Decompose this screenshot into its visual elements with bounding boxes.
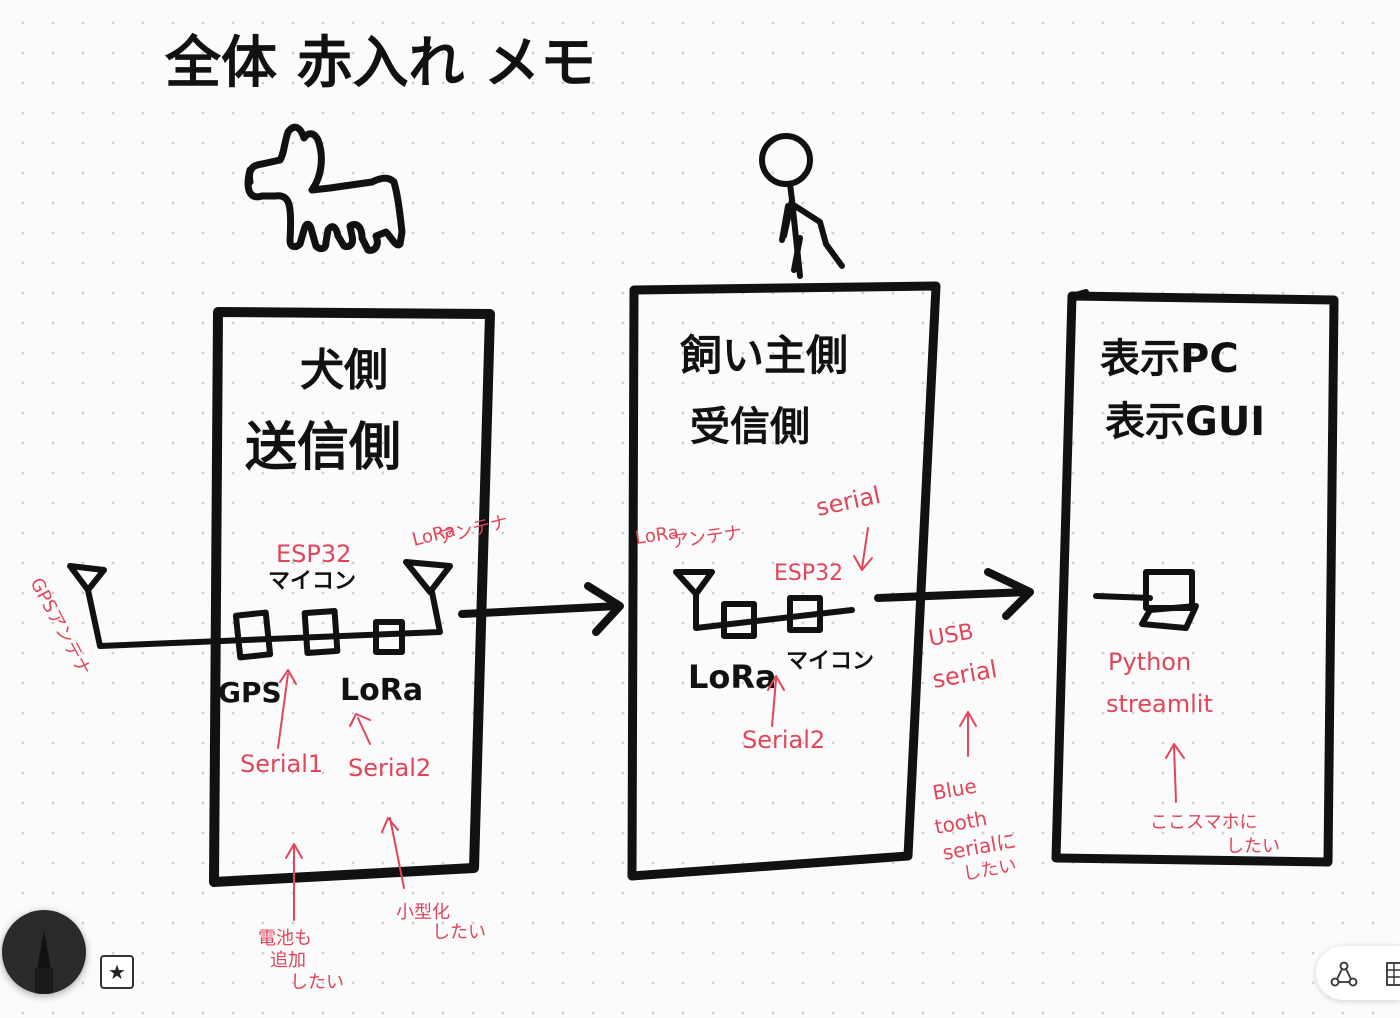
gps-label: GPS bbox=[218, 676, 282, 709]
pc-block: 表示PC 表示GUI bbox=[1051, 289, 1339, 867]
owner-side-heading-1: 飼い主側 bbox=[680, 331, 848, 380]
lora-owner-label: LoRa bbox=[688, 658, 777, 696]
owner-side-heading-2: 受信側 bbox=[690, 404, 810, 450]
dog-drawing bbox=[244, 123, 406, 254]
shape-icon[interactable] bbox=[1330, 960, 1358, 988]
owner-side-circuit bbox=[673, 569, 855, 639]
dog-side-heading-1: 犬側 bbox=[300, 345, 388, 396]
serial-owner-note: serial bbox=[813, 481, 883, 522]
esp32-owner-note: ESP32 bbox=[774, 561, 843, 586]
python-note-2: streamlit bbox=[1106, 690, 1213, 718]
esp32-dog-note: ESP32 bbox=[276, 540, 351, 568]
favorite-button[interactable]: ★ bbox=[100, 955, 134, 989]
add-battery-note-1: 電池も bbox=[258, 928, 312, 949]
usb-serial-note-1: USB bbox=[927, 619, 976, 651]
dog-side-block: 犬側 送信側 bbox=[209, 307, 495, 887]
bluetooth-note-1: Blue bbox=[931, 774, 979, 805]
owner-side-annotations: LoRa アンテナ serial ESP32 Serial2 USB seria… bbox=[634, 481, 1018, 885]
arrow-owner-to-pc bbox=[874, 568, 1034, 620]
serial2-owner-note: Serial2 bbox=[742, 726, 825, 754]
pencil-tool-button[interactable] bbox=[2, 910, 86, 994]
smartphone-note-2: したい bbox=[1226, 836, 1280, 857]
right-toolbar bbox=[1316, 946, 1400, 1000]
python-note-1: Python bbox=[1108, 648, 1191, 676]
smartphone-note-1: ここスマホに bbox=[1150, 812, 1257, 833]
laptop-drawing bbox=[1093, 569, 1199, 631]
grid-icon[interactable] bbox=[1386, 962, 1400, 986]
page-title: 全体 赤入れ メモ bbox=[164, 31, 596, 96]
serial2-dog-note: Serial2 bbox=[348, 754, 431, 782]
gps-antenna-note: GPSアンテナ bbox=[26, 574, 95, 679]
mcu-owner-label: マイコン bbox=[786, 649, 874, 674]
dog-side-circuit bbox=[67, 559, 453, 661]
add-battery-note-3: したい bbox=[290, 972, 344, 993]
lora-dog-label: LoRa bbox=[340, 673, 423, 708]
arrow-dog-to-owner bbox=[458, 582, 624, 636]
pc-heading-1: 表示PC bbox=[1100, 336, 1239, 382]
dog-side-heading-2: 送信側 bbox=[245, 418, 401, 478]
mcu-dog-label: マイコン bbox=[268, 569, 356, 594]
usb-serial-note-2: serial bbox=[930, 655, 999, 694]
person-drawing bbox=[759, 133, 845, 279]
miniaturize-note-2: したい bbox=[432, 922, 486, 943]
add-battery-note-2: 追加 bbox=[270, 950, 306, 971]
pc-annotations: Python streamlit ここスマホに したい bbox=[1106, 648, 1280, 857]
owner-side-block: 飼い主側 受信側 bbox=[627, 281, 941, 881]
pencil-icon bbox=[37, 930, 51, 970]
star-icon: ★ bbox=[108, 960, 126, 984]
miniaturize-note-1: 小型化 bbox=[396, 902, 450, 923]
lora-antenna-dog-note-2: アンテナ bbox=[436, 511, 510, 549]
pc-heading-2: 表示GUI bbox=[1105, 399, 1265, 445]
serial1-note: Serial1 bbox=[240, 750, 323, 778]
lora-antenna-owner-note-2: アンテナ bbox=[670, 522, 744, 553]
